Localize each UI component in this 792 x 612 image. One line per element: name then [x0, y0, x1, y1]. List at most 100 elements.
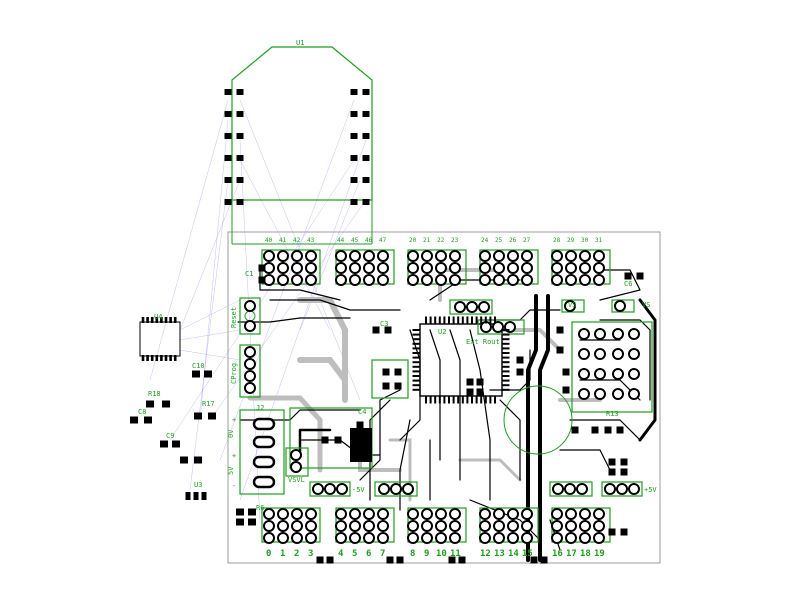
header-pin — [593, 262, 605, 274]
smd-component — [321, 436, 329, 444]
module-pin — [578, 368, 590, 380]
u2-pin — [484, 396, 487, 404]
u2-pin — [502, 329, 510, 331]
header-pin — [579, 274, 591, 286]
small-header-pin — [466, 301, 478, 313]
smd-component — [624, 272, 632, 280]
top-header-number: 47 — [379, 237, 387, 244]
top-header-number: 30 — [581, 237, 589, 244]
u2-pin — [480, 396, 483, 404]
header-pin — [593, 274, 605, 286]
header-pin — [277, 250, 289, 262]
smd-component — [258, 264, 266, 272]
smd-component — [608, 528, 616, 536]
u1-pad — [224, 177, 232, 183]
header-pin — [291, 508, 303, 520]
plus5v-header-outline — [601, 481, 643, 497]
smd-component — [476, 378, 484, 386]
smd-component — [326, 556, 334, 564]
u2-pin — [438, 396, 441, 404]
c1-label: C1 — [245, 270, 253, 278]
u2-pin — [412, 370, 420, 373]
header-pin — [435, 250, 447, 262]
smd-pad — [192, 370, 200, 378]
u1-pad — [362, 133, 370, 139]
u2-pin — [502, 375, 510, 377]
board-outline — [227, 231, 661, 564]
u1-pad — [236, 177, 244, 183]
u2-pin — [502, 361, 510, 364]
header-pin — [363, 532, 375, 544]
header-pin — [305, 532, 317, 544]
u2-pin — [448, 316, 450, 324]
u2-pin — [412, 352, 420, 354]
u2-pin — [502, 333, 510, 336]
smd-pad — [194, 456, 202, 464]
u4-pin — [141, 317, 145, 323]
header-pin — [335, 508, 347, 520]
smd-pad — [194, 412, 202, 420]
header-pin — [335, 520, 347, 532]
header-pin — [349, 532, 361, 544]
u4-pin — [169, 355, 172, 361]
smd-component — [556, 326, 564, 334]
smd-pad — [236, 518, 244, 526]
header-pin — [421, 520, 433, 532]
u1-pad — [350, 155, 358, 161]
smd-pad — [144, 416, 152, 424]
header-pin — [551, 508, 563, 520]
smd-component — [608, 468, 616, 476]
u2-pin — [502, 356, 510, 359]
header-pin — [335, 532, 347, 544]
u2-pin — [471, 396, 473, 404]
c6-label: C6 — [624, 280, 632, 288]
small-header-pin — [290, 461, 302, 473]
top-header-number: 25 — [495, 237, 503, 244]
module-pin — [594, 328, 606, 340]
header-pin — [363, 262, 375, 274]
regulator-body — [350, 428, 372, 462]
header-pin — [565, 250, 577, 262]
u1-pad — [350, 199, 358, 205]
u2-pin — [412, 333, 420, 336]
header-pin — [565, 520, 577, 532]
u2-pin — [452, 316, 455, 324]
u2-pin — [412, 375, 420, 377]
text-layer: U1 U4 R18 C8 C9 R17 C10 U3 R6 J2 C4 C3 U… — [138, 39, 657, 512]
header-pin — [593, 532, 605, 544]
header-pin — [277, 274, 289, 286]
smd-component — [556, 346, 564, 354]
smd-component — [608, 458, 616, 466]
small-header-pin — [312, 483, 324, 495]
u2-pin — [502, 388, 510, 391]
header-pin — [593, 250, 605, 262]
j2-gnd-top: 0V — [227, 429, 235, 438]
u4-outline — [139, 321, 181, 357]
u2-pin — [489, 396, 492, 404]
header-pin — [479, 262, 491, 274]
header-pin — [377, 262, 389, 274]
header-pin — [507, 262, 519, 274]
header-pin — [263, 250, 275, 262]
u1-pad — [236, 199, 244, 205]
u2-pin — [502, 384, 510, 387]
module-pin — [628, 328, 640, 340]
smd-component — [516, 368, 524, 376]
header-pin — [449, 250, 461, 262]
j2-minus: - — [232, 482, 236, 490]
top-header-number: 26 — [509, 237, 517, 244]
module-pin — [628, 388, 640, 400]
u1-pad — [224, 89, 232, 95]
header-pin — [565, 262, 577, 274]
bottom-header-number: 10 — [436, 549, 447, 559]
u2-pin — [502, 338, 510, 341]
c10-label: C10 — [192, 362, 205, 370]
smd-component — [356, 421, 364, 429]
smd-component — [591, 426, 599, 434]
u1-pad — [362, 177, 370, 183]
small-header-pin — [564, 483, 576, 495]
smd-pad — [208, 412, 216, 420]
header-pin — [349, 520, 361, 532]
u1-pad — [236, 89, 244, 95]
